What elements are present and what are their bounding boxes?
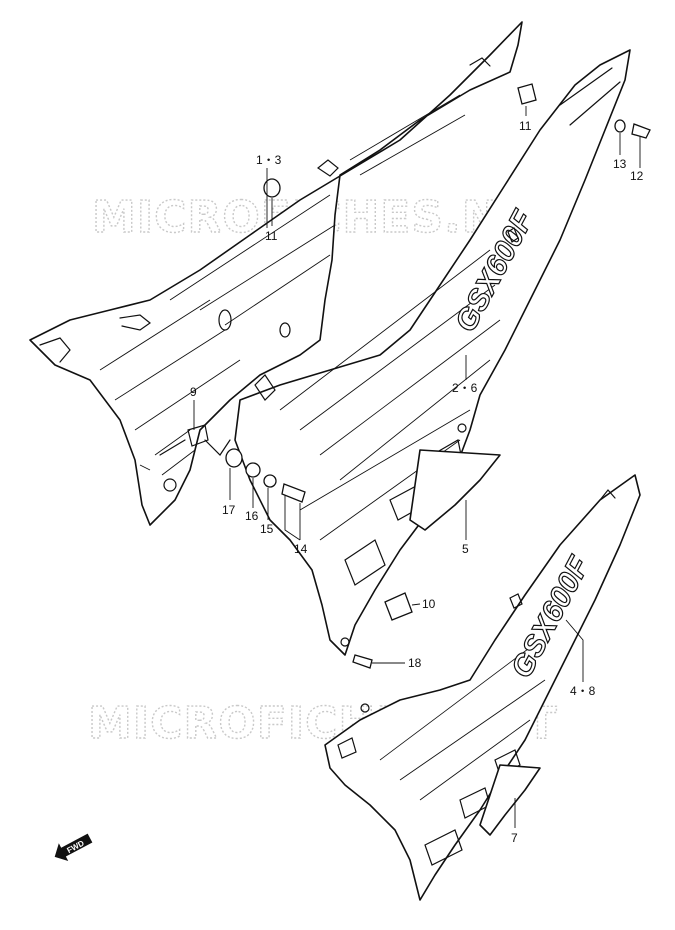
washer-15 [263, 474, 277, 488]
frame-cover-1-3 [29, 21, 523, 526]
callout-11-mid: 11 [265, 229, 278, 243]
fwd-arrow-icon: FWD [54, 833, 93, 861]
callout-4-8: 4・8 [570, 684, 596, 698]
callout-11-upper: 11 [519, 119, 532, 133]
callout-15: 15 [260, 522, 274, 536]
bolt-14 [281, 483, 306, 503]
callout-18: 18 [408, 656, 422, 670]
callout-2-6: 2・6 [452, 381, 478, 395]
leader-lines [193, 106, 641, 828]
callout-10: 10 [422, 597, 436, 611]
callout-13: 13 [613, 157, 627, 171]
hardware [225, 83, 651, 669]
nut-13 [614, 119, 626, 133]
callout-17: 17 [222, 503, 236, 517]
grommet-11-upper [517, 83, 537, 105]
callout-7: 7 [511, 831, 518, 845]
callout-labels: 1・3 11 11 13 12 2・6 9 17 16 15 14 5 10 1… [190, 119, 644, 845]
screw-12 [631, 123, 651, 139]
inner-panel-7 [479, 764, 541, 836]
grommet-11-mid [263, 178, 281, 198]
callout-14: 14 [294, 542, 308, 556]
cushion-10 [384, 592, 413, 621]
callout-12: 12 [630, 169, 644, 183]
grommet-17 [225, 448, 243, 468]
callout-16: 16 [245, 509, 259, 523]
screw-18 [352, 654, 373, 669]
inner-panel-5 [409, 449, 501, 531]
callout-9: 9 [190, 385, 197, 399]
callout-1-3: 1・3 [256, 153, 282, 167]
callout-5: 5 [462, 542, 469, 556]
collar-16 [245, 462, 261, 478]
